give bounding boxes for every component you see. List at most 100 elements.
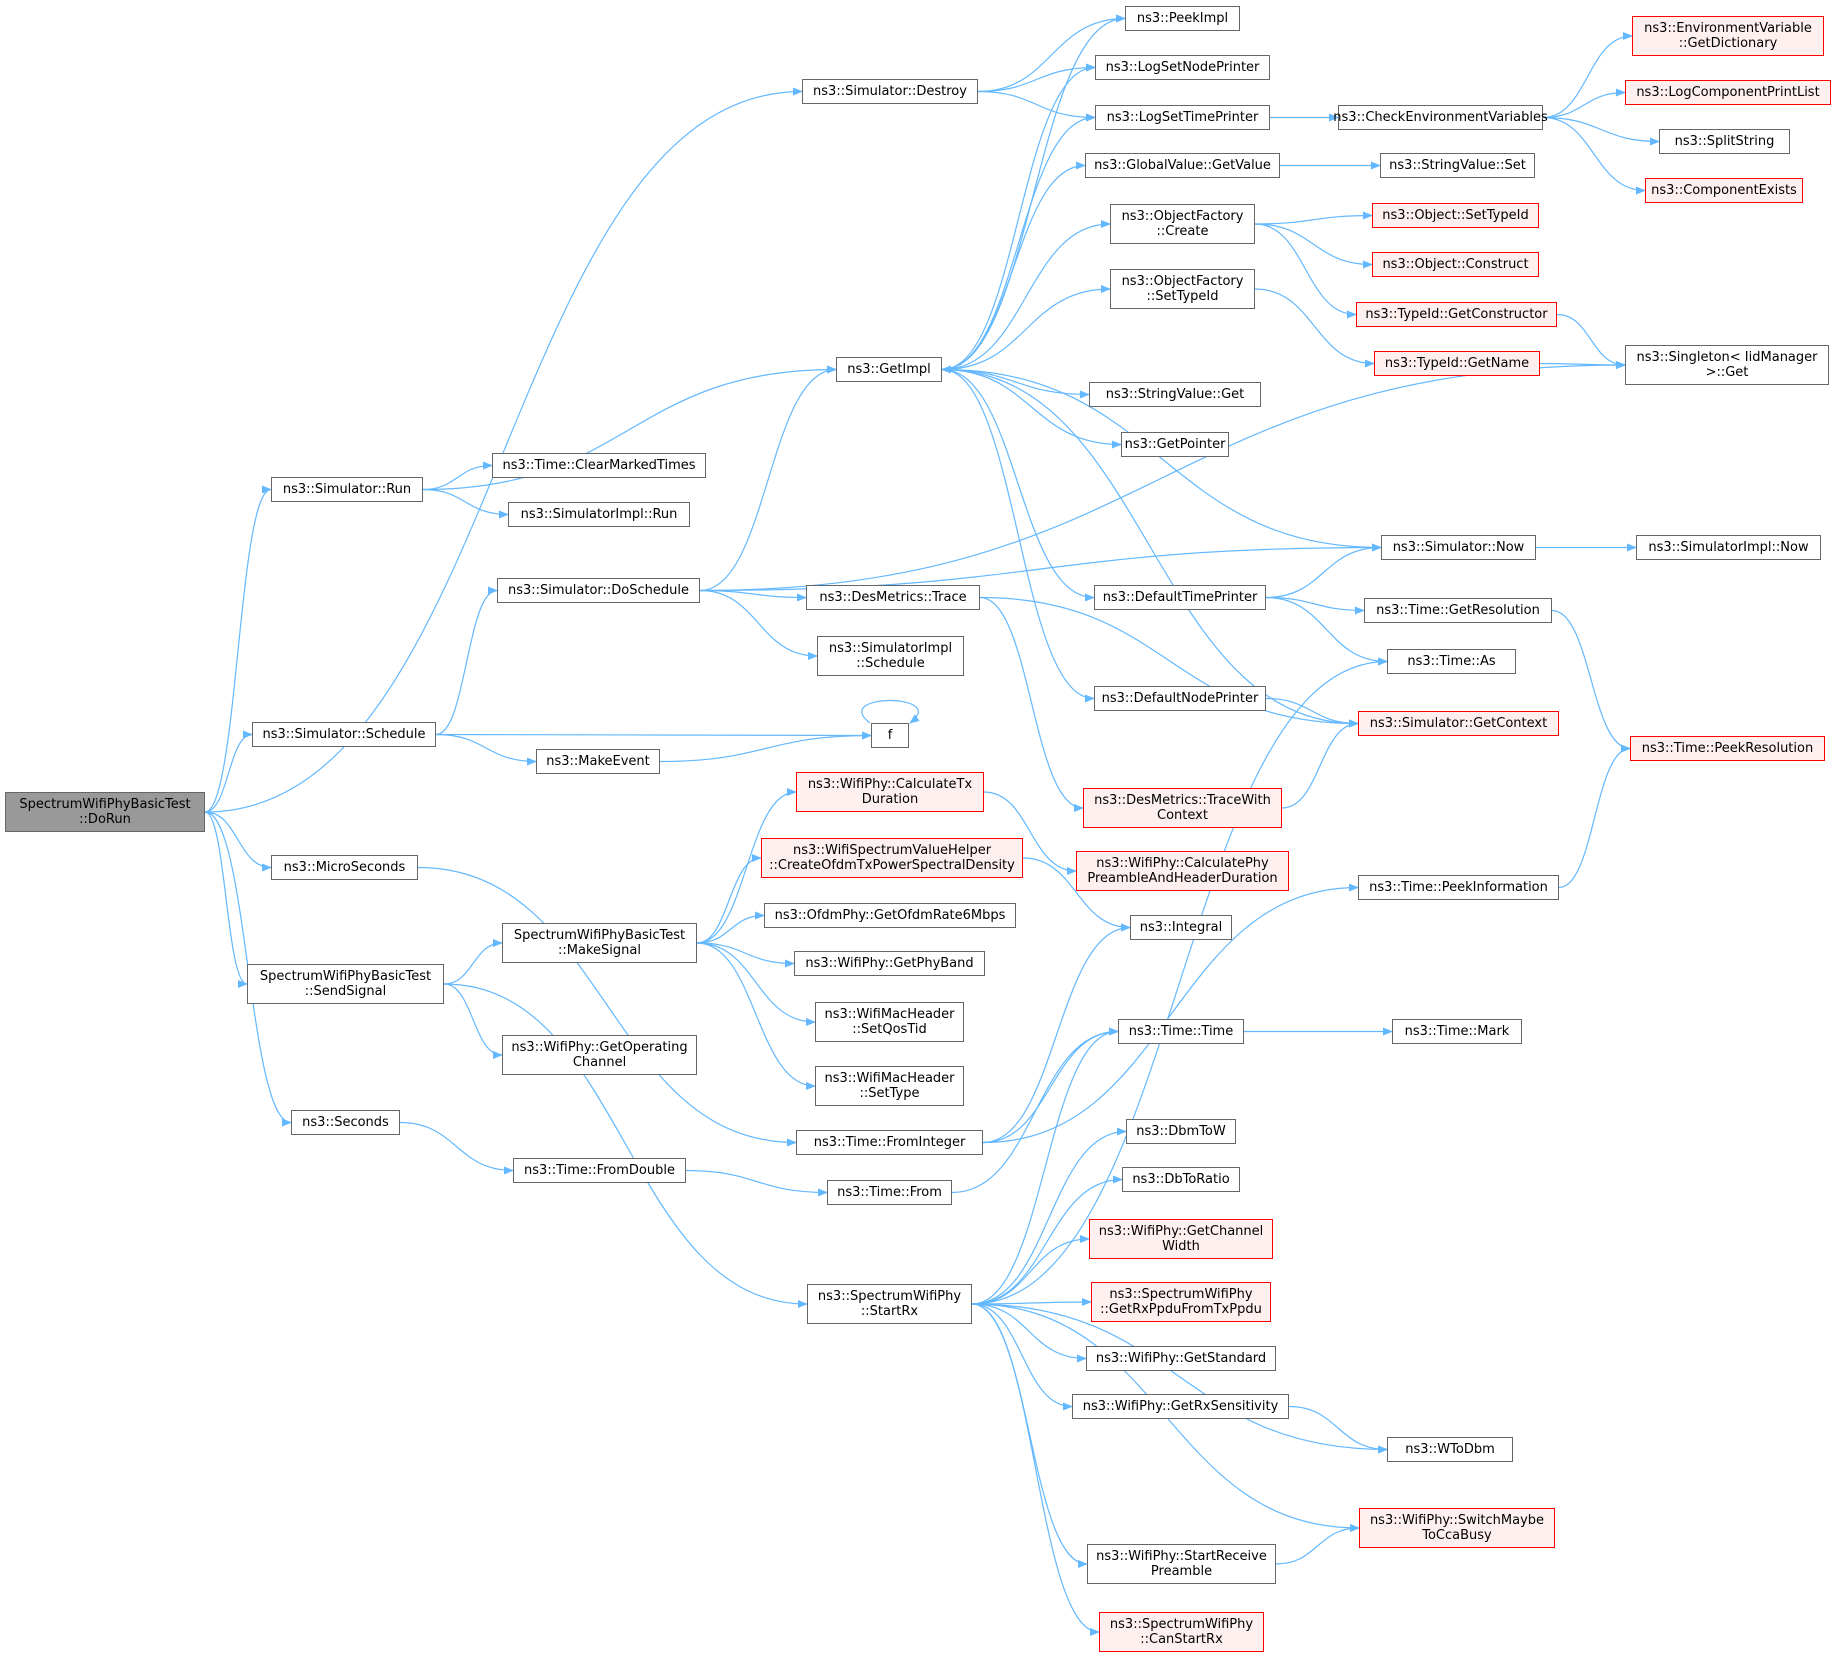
- node-makeevent[interactable]: ns3::MakeEvent: [536, 749, 660, 774]
- node-setqostid[interactable]: ns3::WifiMacHeader::SetQosTid: [815, 1002, 964, 1042]
- node-defaultnode[interactable]: ns3::DefaultNodePrinter: [1094, 686, 1266, 711]
- node-label: ns3::WifiMacHeader: [824, 1071, 955, 1086]
- node-ofdmrate[interactable]: ns3::OfdmPhy::GetOfdmRate6Mbps: [764, 903, 1016, 928]
- node-label: ns3::Time::Mark: [1404, 1024, 1510, 1039]
- node-label: ns3::StringValue::Set: [1389, 158, 1526, 173]
- node-label: ns3::OfdmPhy::GetOfdmRate6Mbps: [774, 908, 1006, 923]
- node-dbtoratio[interactable]: ns3::DbToRatio: [1122, 1167, 1240, 1192]
- node-objf_create[interactable]: ns3::ObjectFactory::Create: [1110, 204, 1255, 244]
- edge-dorun-to-microseconds: [204, 811, 272, 872]
- node-objf_settypeid[interactable]: ns3::ObjectFactory::SetTypeId: [1110, 269, 1255, 309]
- node-frominteger[interactable]: ns3::Time::FromInteger: [796, 1130, 983, 1155]
- node-label: ns3::Time::FromDouble: [524, 1163, 675, 1178]
- edge-sim_destroy-to-logsettime: [977, 90, 1096, 122]
- node-cleartimes[interactable]: ns3::Time::ClearMarkedTimes: [492, 453, 706, 478]
- node-singleton_get[interactable]: ns3::Singleton< IidManager>::Get: [1625, 345, 1829, 385]
- node-defaulttime[interactable]: ns3::DefaultTimePrinter: [1094, 585, 1266, 610]
- node-sim_getctx[interactable]: ns3::Simulator::GetContext: [1358, 711, 1559, 736]
- edge-checkenv-to-splitstring: [1542, 116, 1660, 146]
- edge-seconds-to-fromdouble: [399, 1121, 514, 1175]
- edge-doschedule-to-sim_now: [699, 543, 1382, 592]
- node-sim_now[interactable]: ns3::Simulator::Now: [1381, 535, 1536, 560]
- edge-peekinfo-to-peekres: [1558, 744, 1631, 889]
- node-getstandard[interactable]: ns3::WifiPhy::GetStandard: [1086, 1346, 1276, 1371]
- node-obj_settypeid[interactable]: ns3::Object::SetTypeId: [1372, 203, 1539, 228]
- node-getphyband[interactable]: ns3::WifiPhy::GetPhyBand: [794, 951, 985, 976]
- node-label: ::GetRxPpduFromTxPpdu: [1100, 1302, 1262, 1317]
- node-label: ns3::Time::GetResolution: [1376, 603, 1540, 618]
- node-sim_schedule[interactable]: ns3::Simulator::Schedule: [252, 722, 436, 747]
- node-getpointer[interactable]: ns3::GetPointer: [1121, 432, 1229, 457]
- node-label: Duration: [861, 792, 919, 807]
- node-makesignal[interactable]: SpectrumWifiPhyBasicTest::MakeSignal: [502, 923, 697, 963]
- node-fromdouble[interactable]: ns3::Time::FromDouble: [513, 1158, 686, 1183]
- node-time_time[interactable]: ns3::Time::Time: [1118, 1019, 1244, 1044]
- node-typeid_getctor[interactable]: ns3::TypeId::GetConstructor: [1356, 302, 1557, 327]
- node-label: ns3::SimulatorImpl::Run: [520, 507, 678, 522]
- node-canstartrx[interactable]: ns3::SpectrumWifiPhy::CanStartRx: [1099, 1612, 1264, 1652]
- node-label: ::Schedule: [856, 656, 925, 671]
- node-splitstring[interactable]: ns3::SplitString: [1659, 129, 1790, 154]
- node-compexists[interactable]: ns3::ComponentExists: [1645, 178, 1803, 203]
- node-time_as[interactable]: ns3::Time::As: [1387, 649, 1516, 674]
- edge-startrx-to-getrxsens: [971, 1303, 1073, 1411]
- node-microseconds[interactable]: ns3::MicroSeconds: [271, 855, 418, 880]
- node-label: SpectrumWifiPhyBasicTest: [513, 928, 686, 943]
- node-settype[interactable]: ns3::WifiMacHeader::SetType: [815, 1066, 964, 1106]
- node-getimpl[interactable]: ns3::GetImpl: [836, 357, 942, 382]
- node-stringvalue_set[interactable]: ns3::StringValue::Set: [1380, 153, 1535, 178]
- node-simimpl_run[interactable]: ns3::SimulatorImpl::Run: [508, 502, 690, 527]
- node-time_from[interactable]: ns3::Time::From: [827, 1180, 952, 1205]
- node-time_getres[interactable]: ns3::Time::GetResolution: [1364, 598, 1552, 623]
- edge-makesignal-to-getphyband: [696, 942, 795, 968]
- node-sendsignal[interactable]: SpectrumWifiPhyBasicTest::SendSignal: [247, 964, 444, 1004]
- node-obj_construct[interactable]: ns3::Object::Construct: [1372, 252, 1539, 277]
- node-f[interactable]: f: [871, 723, 909, 748]
- node-integral[interactable]: ns3::Integral: [1130, 915, 1232, 940]
- node-stringvalue_get[interactable]: ns3::StringValue::Get: [1089, 382, 1261, 407]
- node-logcompprint[interactable]: ns3::LogComponentPrintList: [1625, 80, 1831, 105]
- node-simimpl_now[interactable]: ns3::SimulatorImpl::Now: [1636, 535, 1821, 560]
- node-time_mark[interactable]: ns3::Time::Mark: [1392, 1019, 1522, 1044]
- node-seconds[interactable]: ns3::Seconds: [291, 1110, 400, 1135]
- node-label: ns3::WifiPhy::GetOperating: [511, 1040, 688, 1055]
- node-doschedule[interactable]: ns3::Simulator::DoSchedule: [497, 578, 700, 603]
- edge-defaulttime-to-time_getres: [1265, 596, 1365, 615]
- node-typeid_getname[interactable]: ns3::TypeId::GetName: [1374, 351, 1540, 376]
- node-label: >::Get: [1705, 365, 1749, 380]
- node-logsetnode[interactable]: ns3::LogSetNodePrinter: [1095, 55, 1270, 80]
- node-label: ::SetType: [859, 1086, 920, 1101]
- node-simimpl_schedule[interactable]: ns3::SimulatorImpl::Schedule: [817, 636, 964, 676]
- node-globalvalue[interactable]: ns3::GlobalValue::GetValue: [1085, 153, 1280, 178]
- node-label: ::CanStartRx: [1140, 1632, 1223, 1647]
- node-sim_destroy[interactable]: ns3::Simulator::Destroy: [802, 79, 978, 104]
- node-peekres[interactable]: ns3::Time::PeekResolution: [1630, 736, 1825, 761]
- node-wtodbm[interactable]: ns3::WToDbm: [1387, 1437, 1513, 1462]
- node-label: ns3::Time::PeekInformation: [1369, 880, 1548, 895]
- edge-getimpl-to-logsetnode: [941, 63, 1096, 371]
- node-sim_run[interactable]: ns3::Simulator::Run: [271, 477, 423, 502]
- node-dbmtow[interactable]: ns3::DbmToW: [1126, 1119, 1236, 1144]
- node-startrx[interactable]: ns3::SpectrumWifiPhy::StartRx: [807, 1284, 972, 1324]
- node-envgetdict[interactable]: ns3::EnvironmentVariable::GetDictionary: [1632, 16, 1824, 56]
- node-checkenv[interactable]: ns3::CheckEnvironmentVariables: [1333, 105, 1548, 130]
- edge-getimpl-to-stringvalue_get: [941, 368, 1090, 399]
- node-label: ns3::Simulator::GetContext: [1369, 716, 1548, 731]
- node-createofdm[interactable]: ns3::WifiSpectrumValueHelper::CreateOfdm…: [761, 838, 1023, 878]
- node-desmetrics_trace[interactable]: ns3::DesMetrics::Trace: [806, 585, 980, 610]
- node-getrxppdu[interactable]: ns3::SpectrumWifiPhy::GetRxPpduFromTxPpd…: [1091, 1282, 1271, 1322]
- node-logsettime[interactable]: ns3::LogSetTimePrinter: [1095, 105, 1270, 130]
- node-label: ns3::WifiPhy::StartReceive: [1096, 1549, 1267, 1564]
- edge-doschedule-to-simimpl_schedule: [699, 589, 818, 660]
- node-peekinfo[interactable]: ns3::Time::PeekInformation: [1358, 875, 1559, 900]
- node-peekimpl[interactable]: ns3::PeekImpl: [1125, 6, 1240, 31]
- node-getrxsens[interactable]: ns3::WifiPhy::GetRxSensitivity: [1072, 1394, 1289, 1419]
- node-label: ns3::WifiPhy::CalculateTx: [807, 777, 973, 792]
